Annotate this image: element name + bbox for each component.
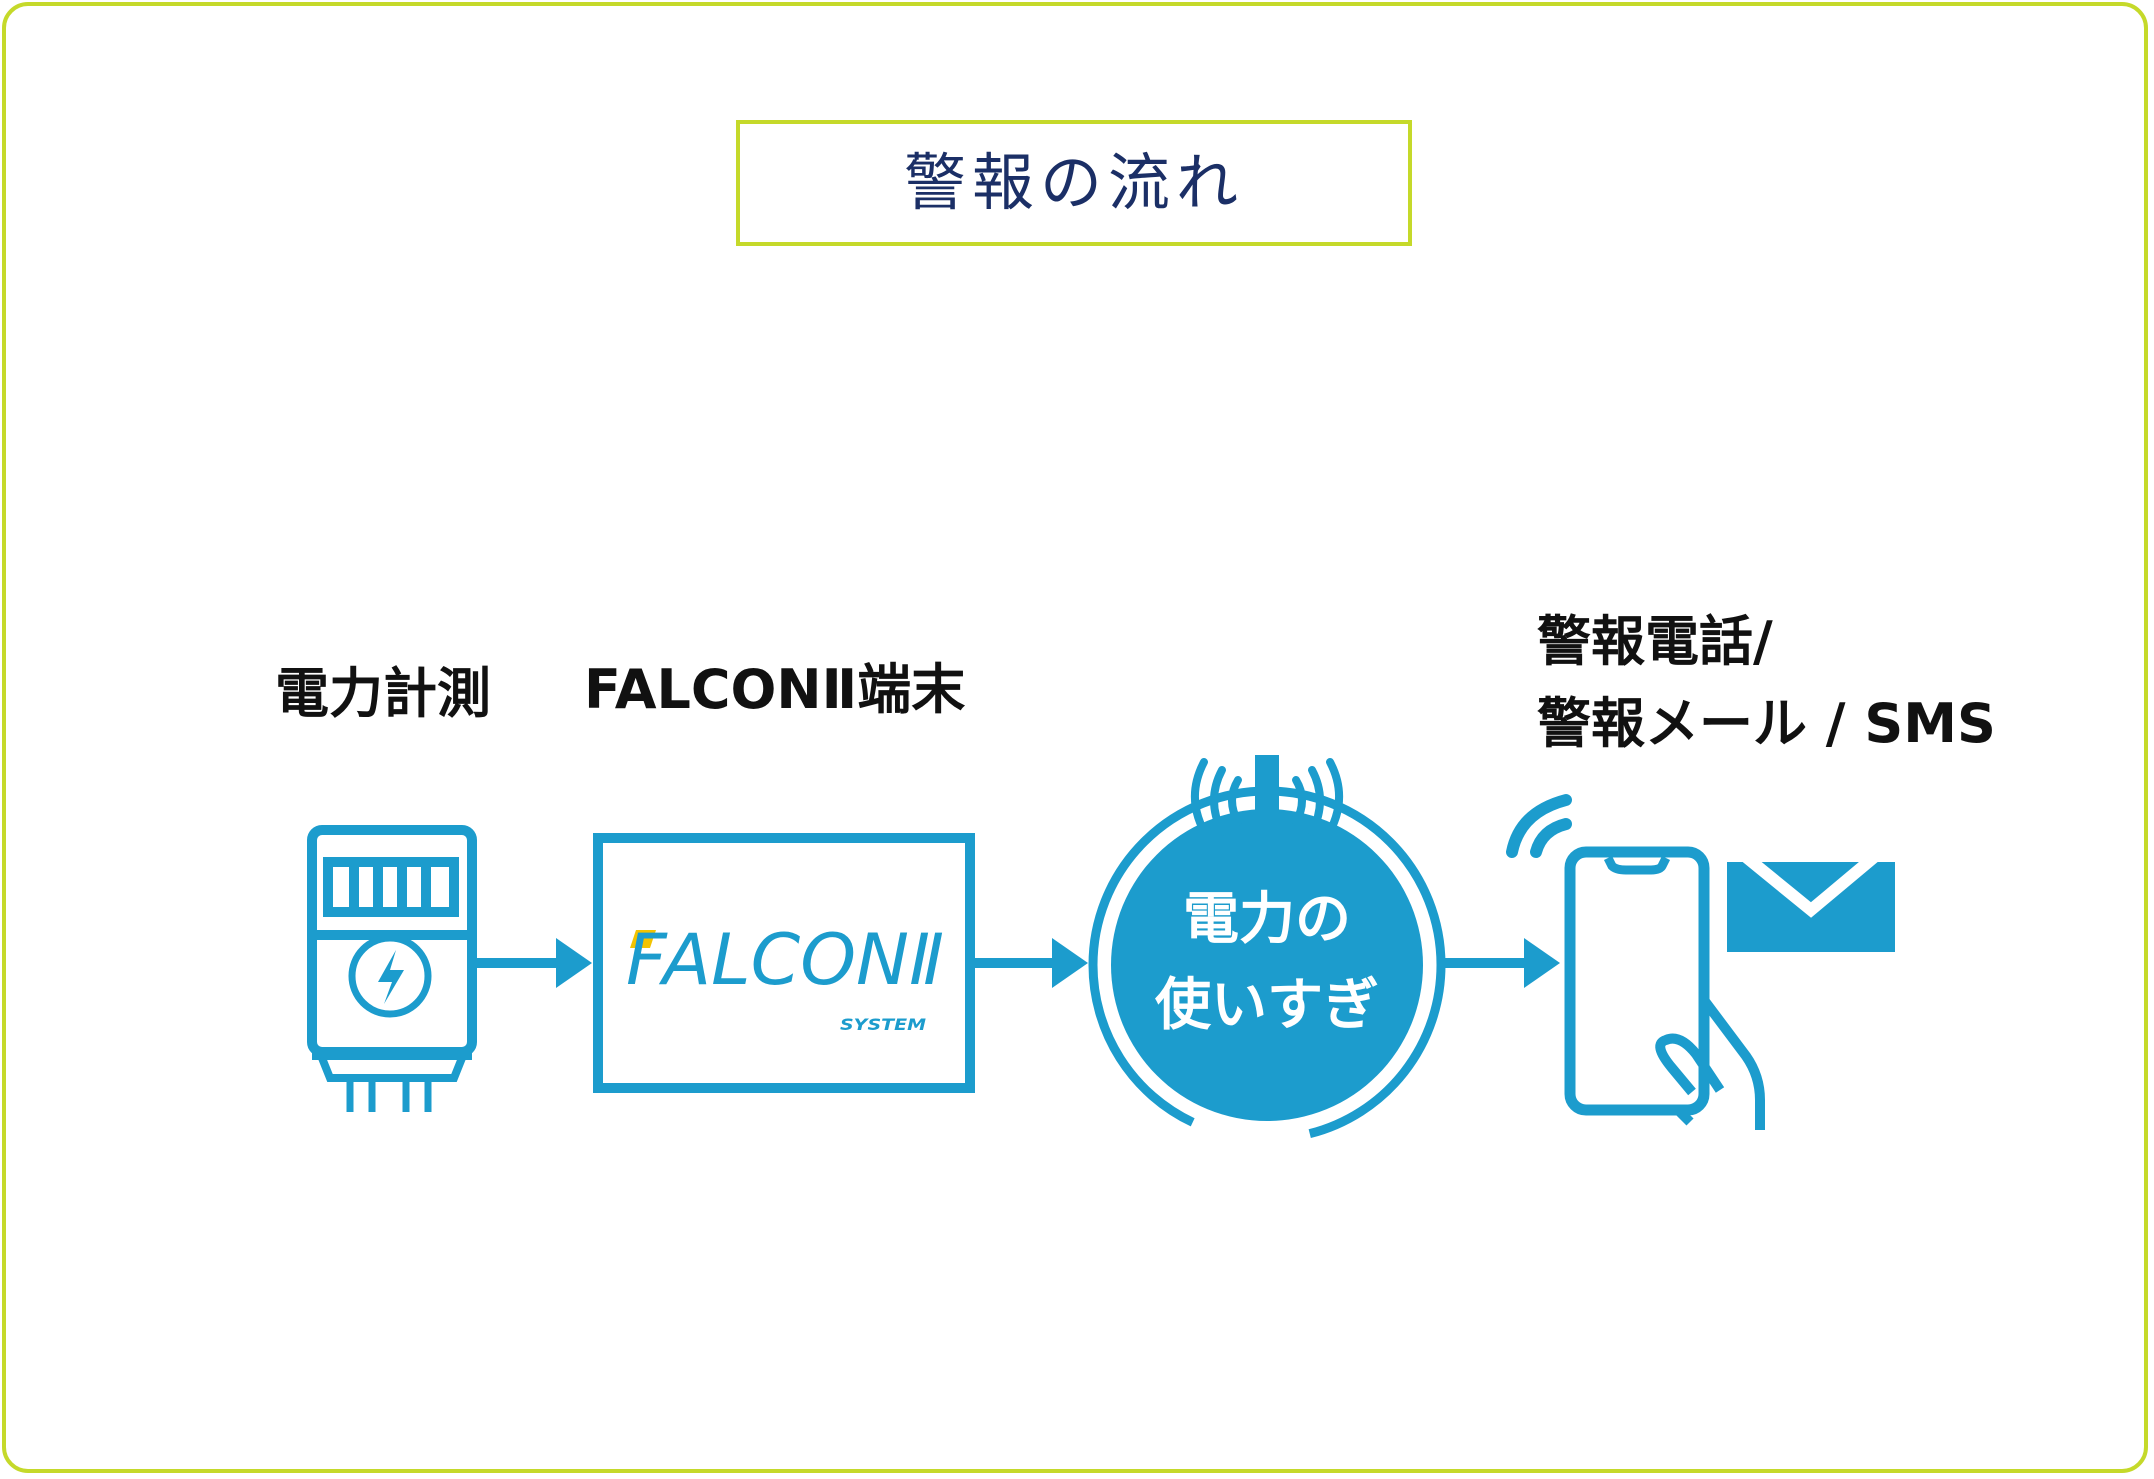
step-label-power-measurement: 電力計測 xyxy=(275,662,491,725)
step-label-falcon-terminal: FALCONⅡ端末 xyxy=(584,658,966,721)
falcon-terminal-icon: FALCONⅡ SYSTEM xyxy=(593,833,975,1093)
title-box: 警報の流れ xyxy=(736,120,1412,246)
arrow-right-icon xyxy=(474,938,592,988)
electric-meter-icon xyxy=(307,825,477,1112)
smartphone-icon xyxy=(1564,846,1765,1130)
arrow-right-icon xyxy=(974,938,1088,988)
logo-accent-mark xyxy=(630,930,656,948)
meter-display xyxy=(323,857,459,917)
arrow-right-icon xyxy=(1444,938,1560,988)
exclamation-icon xyxy=(1255,755,1279,815)
mail-envelope-icon xyxy=(1727,843,1895,952)
lightning-circle xyxy=(348,934,432,1018)
falcon-logo: FALCONⅡ xyxy=(626,919,944,1001)
vibration-waves-icon xyxy=(1191,758,1343,842)
falcon-logo-subtext: SYSTEM xyxy=(840,1015,926,1034)
alert-text-line2: 使いすぎ xyxy=(1155,973,1379,1038)
lightning-icon xyxy=(378,950,404,1004)
alert-text-line1: 電力の xyxy=(1183,887,1351,952)
wifi-signal-icon xyxy=(1506,794,1572,858)
page-title: 警報の流れ xyxy=(903,146,1244,219)
alert-circle-icon: 電力の 使いすぎ xyxy=(1088,755,1446,1144)
step-label-alarm-phone: 警報電話/ xyxy=(1537,610,1773,673)
step-label-alarm-mail-sms: 警報メール / SMS xyxy=(1537,692,1996,755)
